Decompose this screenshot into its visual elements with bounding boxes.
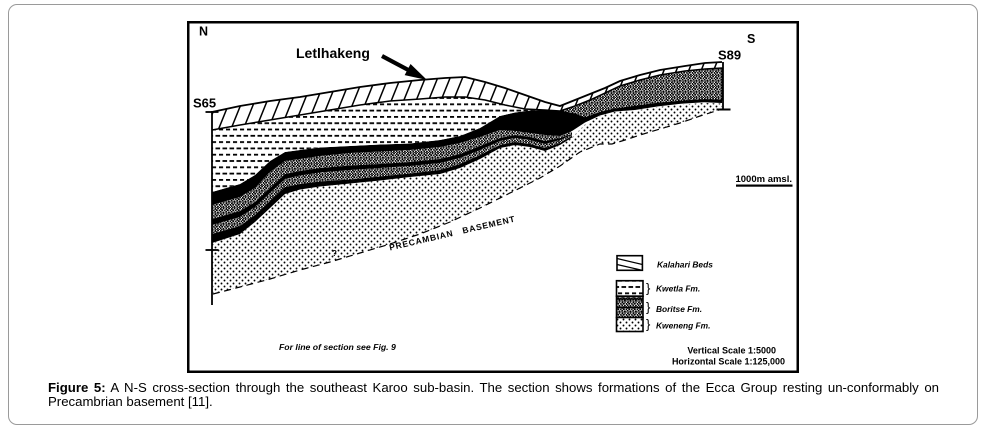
svg-text:Kwetla Fm.: Kwetla Fm. bbox=[656, 284, 700, 294]
svg-text:S89: S89 bbox=[718, 48, 741, 63]
svg-text:?: ? bbox=[332, 249, 337, 258]
svg-text:Horizontal Scale 1:125,000: Horizontal Scale 1:125,000 bbox=[672, 357, 785, 367]
svg-text:}: } bbox=[646, 300, 651, 315]
svg-text:Kalahari Beds: Kalahari Beds bbox=[657, 260, 713, 270]
svg-text:Kweneng Fm.: Kweneng Fm. bbox=[656, 321, 710, 331]
svg-text:Vertical Scale 1:5000: Vertical Scale 1:5000 bbox=[687, 346, 776, 356]
svg-text:}: } bbox=[646, 317, 651, 332]
svg-text:For line of section see Fig. 9: For line of section see Fig. 9 bbox=[279, 342, 396, 352]
svg-text:}: } bbox=[646, 281, 651, 296]
svg-text:N: N bbox=[199, 25, 208, 39]
svg-text:1000m amsl.: 1000m amsl. bbox=[735, 174, 792, 185]
svg-text:Boritse Fm.: Boritse Fm. bbox=[656, 304, 702, 314]
svg-text:Letlhakeng: Letlhakeng bbox=[296, 45, 370, 61]
svg-text:S: S bbox=[747, 32, 755, 46]
svg-text:S65: S65 bbox=[193, 96, 216, 111]
